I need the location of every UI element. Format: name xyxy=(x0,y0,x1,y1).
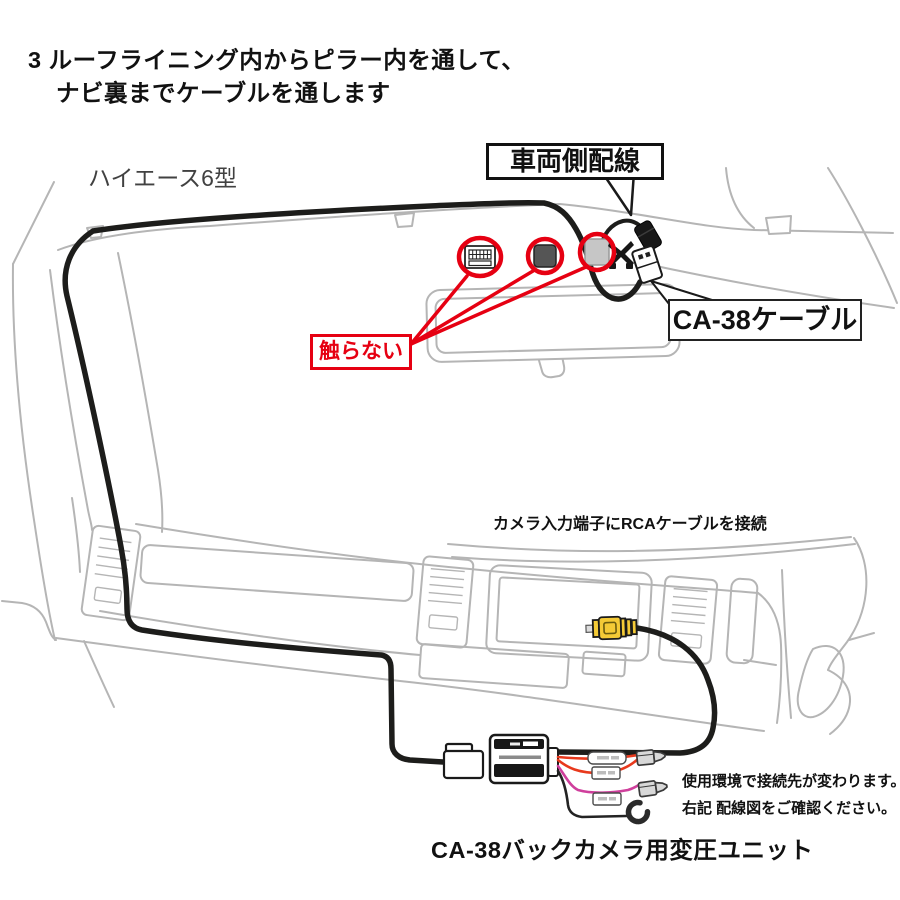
navigation-screen xyxy=(485,564,653,662)
step-title-line2: ナビ裏までケーブルを通します xyxy=(56,80,391,106)
left-vent xyxy=(80,524,142,622)
wire-tag-2 xyxy=(591,766,621,780)
spade-terminal-icon xyxy=(637,780,668,798)
rearview-mirror xyxy=(425,283,681,379)
dash-right-panel xyxy=(725,577,759,665)
usage-note-line2: 右記 配線図をご確認ください。 xyxy=(682,800,897,817)
center-left-vent xyxy=(415,555,475,649)
cable-connector xyxy=(442,742,485,780)
ca38-cable-connector xyxy=(631,245,663,284)
car-model-label: ハイエース6型 xyxy=(88,165,237,191)
roof-lining-cable xyxy=(62,199,643,765)
visor-tab-middle xyxy=(394,212,415,228)
mirror-mount xyxy=(537,355,566,379)
dash-tray xyxy=(139,544,415,602)
camera-input-note: カメラ入力端子にRCAケーブルを接続 xyxy=(493,516,767,533)
dont-touch-label: 触らない xyxy=(310,334,412,370)
ring-terminal-icon xyxy=(625,799,651,825)
rca-cable xyxy=(555,625,718,756)
step-title-line1: 3 ルーフライニング内からピラー内を通して、 xyxy=(28,47,526,73)
unit-name-label: CA-38バックカメラ用変圧ユニット xyxy=(431,837,814,863)
wire-tag-3 xyxy=(592,792,622,806)
vehicle-side-wiring-label: 車両側配線 xyxy=(486,143,664,180)
overhead-sensor-dark-icon xyxy=(533,244,557,268)
spade-terminal-icon xyxy=(635,749,666,767)
below-nav-tray xyxy=(418,643,570,689)
dont-touch-pointer-lines xyxy=(409,265,588,346)
vehicle-side-connector xyxy=(634,220,662,252)
wire-tag-1 xyxy=(587,751,627,765)
voltage-converter-unit xyxy=(488,733,559,785)
overhead-sensor-light-icon xyxy=(584,238,610,266)
hazard-switch xyxy=(581,650,627,678)
rca-plug-icon xyxy=(585,615,638,641)
dont-touch-circles xyxy=(456,231,617,279)
visor-tab-right xyxy=(765,215,792,235)
overhead-sensor-grid-icon xyxy=(464,245,496,269)
ground-wire-black xyxy=(556,769,628,819)
car-interior-outline xyxy=(1,167,898,735)
usage-note-line1: 使用環境で接続先が変わります。 xyxy=(682,773,900,790)
ca38-cable-label: CA-38ケーブル xyxy=(668,299,862,341)
